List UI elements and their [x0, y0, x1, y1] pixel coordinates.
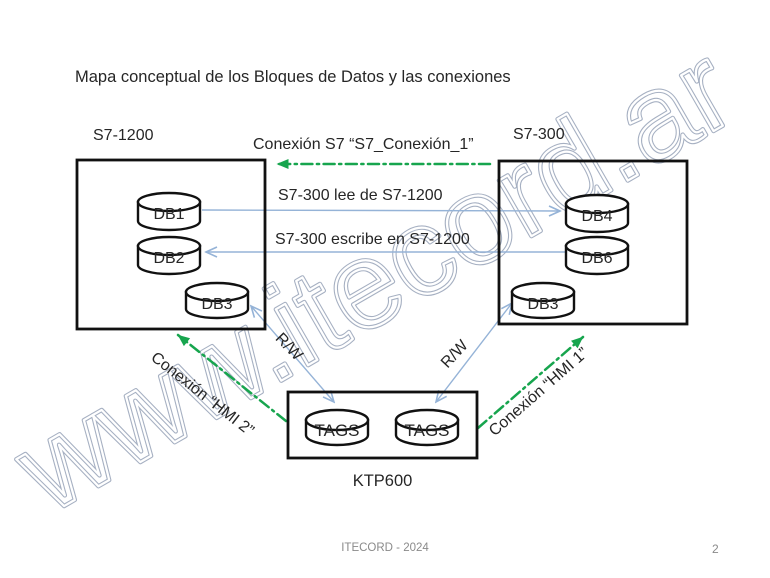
db6-label: DB6	[581, 250, 613, 267]
s7-connection-label: Conexión S7 “S7_Conexión_1”	[253, 136, 474, 153]
hmi1-connection-arrow	[476, 335, 585, 430]
plc-left-box	[75, 158, 267, 331]
tags-left-label: TAGS	[314, 421, 360, 440]
tags-left-cylinder	[304, 408, 370, 447]
footer-text: ITECORD - 2024	[341, 542, 429, 554]
plc-right-label: S7-300	[513, 126, 565, 143]
db3-left-label: DB3	[201, 296, 233, 313]
db2-label: DB2	[153, 250, 185, 267]
hmi-box	[286, 390, 479, 460]
hmi2-connection-arrow	[176, 333, 288, 423]
db2-cylinder	[136, 235, 202, 276]
watermark: www.itecord.ar www.itecord.ar	[0, 18, 757, 541]
db4-label: DB4	[581, 208, 613, 225]
plc-right-box	[497, 159, 689, 326]
db3-right-label: DB3	[527, 296, 559, 313]
slide-title: Mapa conceptual de los Bloques de Datos …	[75, 68, 511, 86]
plc-left-label: S7-1200	[93, 127, 154, 144]
watermark-text-inner: www.itecord.ar	[0, 20, 754, 538]
db6-cylinder	[564, 235, 630, 276]
hmi-label: KTP600	[352, 472, 413, 490]
tags-right-label: TAGS	[404, 421, 450, 440]
tags-right-cylinder	[394, 408, 460, 447]
db3-right-cylinder	[510, 281, 576, 320]
db4-cylinder	[564, 193, 630, 234]
write-label: S7-300 escribe en S7-1200	[275, 231, 470, 248]
read-label: S7-300 lee de S7-1200	[278, 187, 443, 204]
db1-label: DB1	[153, 206, 185, 223]
db3-left-cylinder	[184, 281, 250, 320]
db1-cylinder	[136, 191, 202, 232]
page-number: 2	[712, 542, 719, 556]
